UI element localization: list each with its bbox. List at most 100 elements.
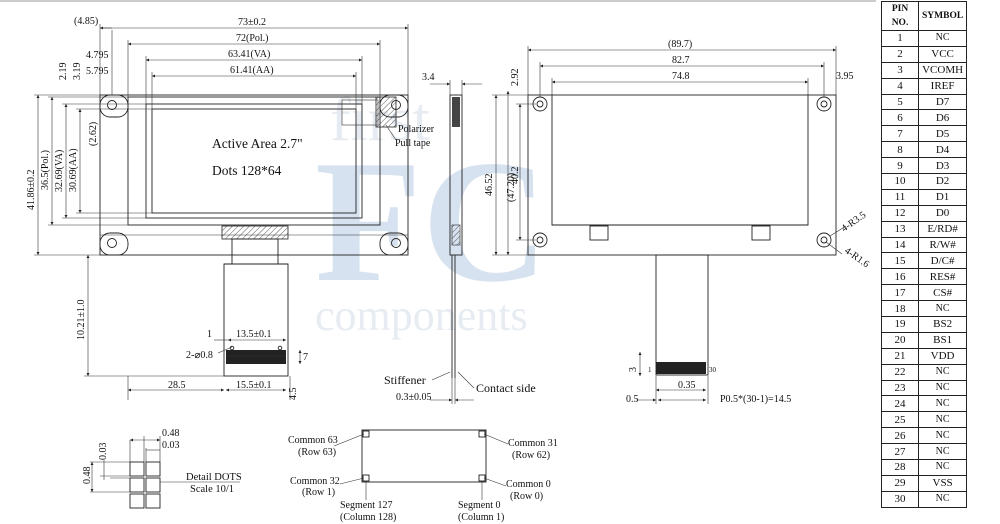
pin-symbol: D4 [917,141,968,159]
dim-319: 3.19 [72,63,83,81]
front-dimensions: 73±0.2 72(Pol.) 63.41(VA) 61.41(AA) (4.8… [26,16,409,401]
dim-73: 73±0.2 [238,17,266,28]
rear-fpc-contacts [656,362,706,374]
pin-symbol: NC [917,30,968,47]
dim-3269: 32.69(VA) [54,150,65,192]
pin-number: 15 [881,252,919,270]
pin-number: 5 [881,93,919,111]
fpc-tail [223,263,289,377]
dim-03: 0.3±0.05 [396,392,432,403]
dim-34: 3.4 [422,72,435,83]
pin-symbol: NC [917,459,968,476]
pin-number: 3 [881,61,919,79]
pin-number: 12 [881,204,919,222]
pin-number: 8 [881,141,919,159]
stiffener-label: Stiffener [384,373,426,387]
pin-symbol: D0 [917,204,968,222]
dim-pin1: 1 [648,366,652,374]
dim-pitch: P0.5*(30-1)=14.5 [720,394,791,405]
dots-dim-048v: 0.48 [82,467,93,485]
pin-symbol: D6 [917,109,968,127]
pin-symbol: D7 [917,93,968,111]
dots-title: Detail DOTS [186,472,242,483]
dim-6341: 63.41(VA) [228,49,270,60]
pin-number: 6 [881,109,919,127]
pin-symbol: D5 [917,125,968,143]
dim-365: 36.5(Pol.) [40,150,51,190]
pin-symbol: NC [917,427,968,445]
dim-827: 82.7 [672,55,690,66]
pin-symbol: NC [917,379,968,397]
pin-symbol: NC [917,490,968,508]
pin-number: 24 [881,395,919,413]
dim-262: (2.62) [88,122,99,146]
pull-tape-label: Pull tape [395,138,431,149]
dim-r16: 4-R1.6 [842,245,871,270]
watermark-components: components [315,291,528,340]
dim-05: 0.5 [626,394,639,405]
dim-292: 2.92 [510,69,521,87]
label-common0: Common 0 [506,479,551,490]
dim-485: (4.85) [74,16,98,27]
dim-155: 15.5±0.1 [236,380,272,391]
pin-number: 27 [881,443,919,461]
pin-symbol: RES# [917,268,968,286]
label-seg127: Segment 127 [340,500,393,511]
side-view: 3.4 Stiffener Contact side 0.3±0.05 [384,72,536,404]
dim-7: 7 [303,352,308,363]
dim-285: 28.5 [168,380,186,391]
dim-5795: 5.795 [86,66,109,77]
pin-number: 21 [881,347,919,365]
header-pin-no: PIN NO. [881,1,919,31]
mapping-panel [361,429,487,483]
module-outline [99,94,409,256]
dim-72: 72(Pol.) [236,33,269,44]
dim-219: 2.19 [58,63,69,81]
dots-dim-003: 0.03 [162,440,180,451]
pin-symbol: D3 [917,157,968,175]
pin-number: 13 [881,220,919,238]
pin-number: 22 [881,363,919,381]
dim-1021: 10.21±1.0 [76,300,87,341]
pin-symbol: VSS [917,474,968,492]
dim-135: 13.5±0.1 [236,329,272,340]
pin-number: 1 [881,30,919,47]
header-symbol: SYMBOL [917,1,968,31]
label-col1: (Column 1) [458,512,504,523]
contact-side-label: Contact side [476,381,536,395]
dim-45: 4.5 [288,388,299,401]
label-row0: (Row 0) [510,491,543,502]
dim-2r08: 2-⌀0.8 [186,350,213,361]
label-row62: (Row 62) [512,450,550,461]
dots-dim-003v: 0.03 [98,443,109,461]
pin-symbol: NC [917,300,968,318]
pin-symbol: D1 [917,188,968,206]
active-area [151,108,357,214]
mount-ear-tl [99,94,129,118]
pin-number: 29 [881,474,919,492]
watermark-fc: FC [315,124,548,318]
label-col128: (Column 128) [340,512,396,523]
pin-number: 17 [881,284,919,302]
pin-number: 10 [881,173,919,190]
pin-number: 14 [881,236,919,254]
